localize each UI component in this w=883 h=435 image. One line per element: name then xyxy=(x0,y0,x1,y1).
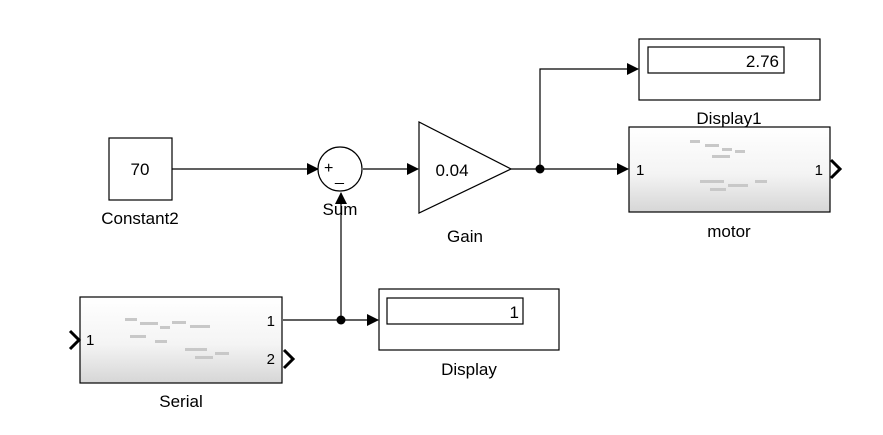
serial-out-port-1: 1 xyxy=(267,313,275,330)
motor-output-port-icon[interactable] xyxy=(829,158,843,180)
motor-out-port: 1 xyxy=(815,162,823,179)
sum-label: Sum xyxy=(323,200,358,219)
sum-block[interactable]: + _ xyxy=(317,146,363,192)
branch-point-gain xyxy=(535,164,545,174)
serial-out-port-2: 2 xyxy=(267,351,275,368)
serial-in-port: 1 xyxy=(86,332,94,349)
constant-label: Constant2 xyxy=(101,209,179,228)
serial-subsystem-block[interactable]: 1 1 2 xyxy=(68,296,296,384)
serial-output-port-2-icon[interactable] xyxy=(282,348,296,370)
signal-lines xyxy=(172,63,639,326)
gain-value: 0.04 xyxy=(435,161,468,180)
display-readout-box xyxy=(386,297,524,325)
display1-readout-box xyxy=(647,46,785,74)
constant-value: 70 xyxy=(131,160,150,179)
motor-in-port: 1 xyxy=(636,162,644,179)
display-block[interactable]: 1 xyxy=(378,288,560,351)
gain-label: Gain xyxy=(447,227,483,246)
display1-label: Display1 xyxy=(696,109,761,128)
sum-plus-sign: + xyxy=(324,160,333,177)
branch-point-serial xyxy=(336,315,346,325)
serial-input-port-icon[interactable] xyxy=(68,329,82,351)
display1-block[interactable]: 2.76 xyxy=(638,38,821,101)
motor-subsystem-block[interactable]: 1 1 xyxy=(628,126,843,213)
serial-preview-icon xyxy=(125,318,229,359)
motor-label: motor xyxy=(707,222,751,241)
signal-branch-to-display1[interactable] xyxy=(539,63,639,169)
display-value: 1 xyxy=(510,303,519,322)
display1-value: 2.76 xyxy=(746,52,779,71)
display-label: Display xyxy=(441,360,497,379)
serial-label: Serial xyxy=(159,392,202,411)
sum-minus-sign: _ xyxy=(334,168,345,185)
constant-block[interactable]: 70 xyxy=(108,137,173,201)
motor-preview-icon xyxy=(690,140,767,191)
gain-block[interactable]: 0.04 xyxy=(418,121,513,214)
